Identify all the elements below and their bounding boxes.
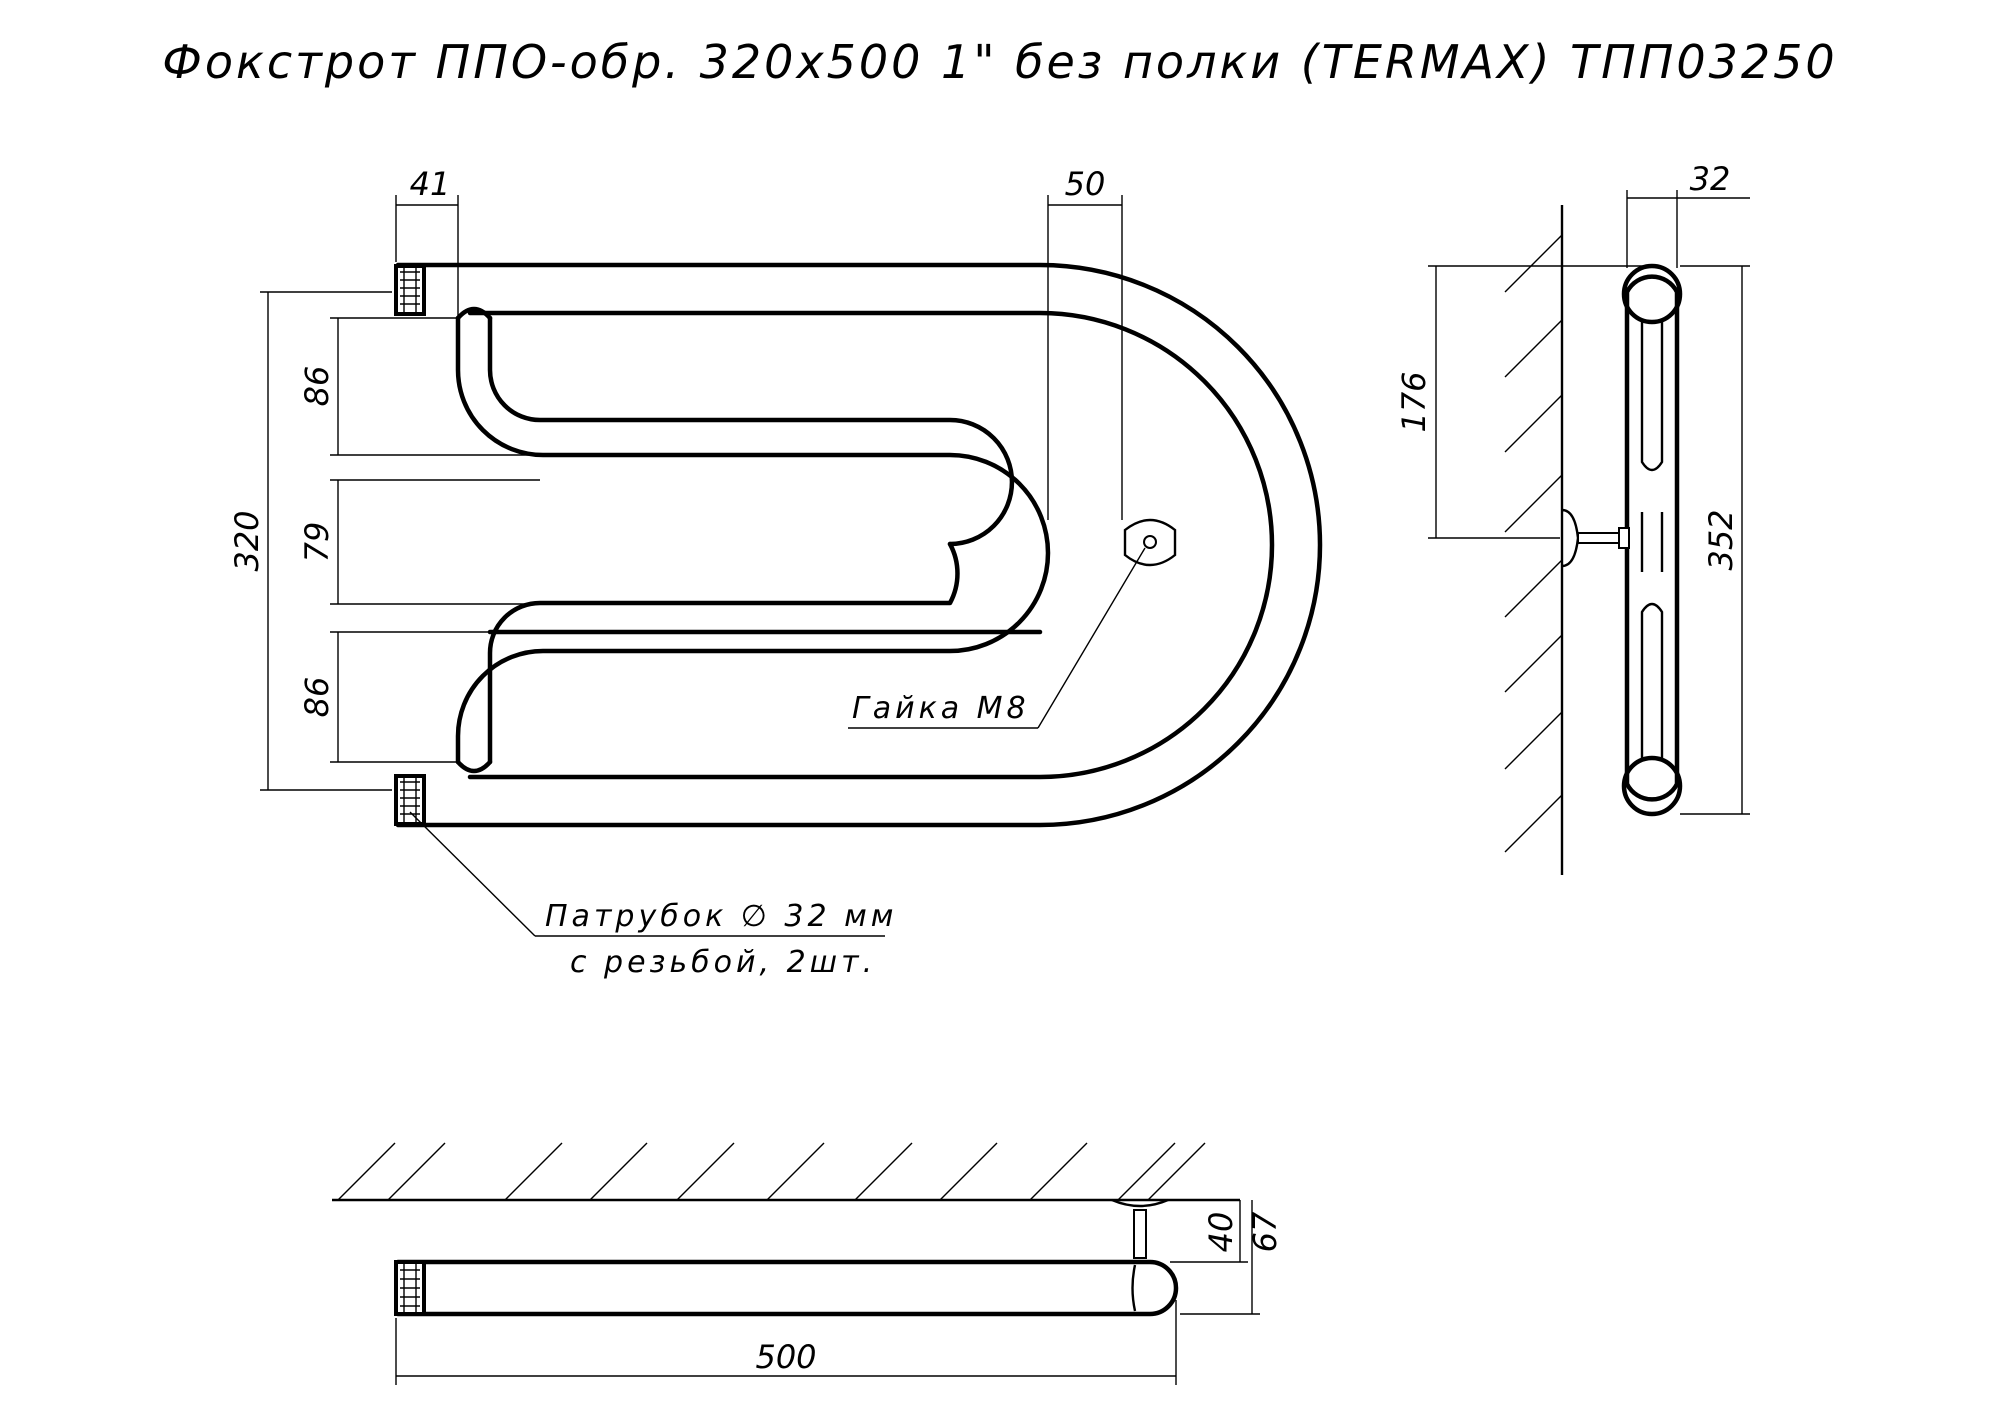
dim-67: 67	[1180, 1200, 1284, 1315]
dim-inner-heights: 86 79 86	[298, 317, 540, 763]
dim-176: 176	[1395, 265, 1650, 539]
dim-32-label: 32	[1690, 160, 1731, 198]
front-thread-top	[394, 264, 426, 316]
dim-500-label: 500	[755, 1338, 816, 1376]
top-bracket	[1111, 1198, 1169, 1259]
top-view: 500 40 67	[332, 1142, 1284, 1385]
note-nut: Гайка М8	[852, 691, 1030, 726]
dim-320: 320	[228, 291, 392, 791]
front-thread-bottom	[394, 774, 426, 826]
side-inner-segment-bottom	[1640, 602, 1664, 760]
side-bracket	[1561, 508, 1630, 568]
front-pipe-serpentine-inner	[487, 315, 1015, 547]
top-thread	[394, 1260, 426, 1316]
dim-79-label: 79	[298, 522, 336, 563]
dim-50: 50	[1047, 165, 1123, 520]
dim-500: 500	[395, 1300, 1177, 1385]
dim-50-label: 50	[1065, 165, 1106, 203]
side-tube-top-circle	[1621, 263, 1683, 325]
front-view: 41 50 320 86 79 8	[228, 165, 1323, 980]
leader-nut: Гайка М8	[848, 547, 1146, 729]
dim-41: 41	[395, 165, 459, 318]
dim-40: 40	[1170, 1200, 1248, 1263]
front-pipe-serpentine	[455, 315, 1051, 765]
side-view: 32 176 352	[1395, 160, 1750, 875]
note-pipe-line1: Патрубок ∅ 32 мм	[545, 899, 897, 934]
side-tube-bottom-circle	[1621, 755, 1683, 817]
top-pipe	[395, 1259, 1179, 1317]
leader-pipe: Патрубок ∅ 32 мм с резьбой, 2шт.	[409, 811, 897, 980]
drawing-title: Фокстрот ППО-обр. 320х500 1" без полки (…	[162, 35, 1837, 89]
dim-86-upper-label: 86	[298, 366, 336, 407]
top-wall-hatch	[337, 1142, 1206, 1201]
dim-41-label: 41	[410, 165, 451, 203]
front-inner-cap-bottom	[455, 759, 493, 774]
front-inner-cap-top	[455, 306, 493, 321]
side-tube-outline	[1624, 274, 1680, 802]
front-mount-nut	[1123, 518, 1177, 567]
side-inner-segment-top	[1640, 320, 1664, 472]
dim-67-label: 67	[1246, 1211, 1284, 1252]
note-pipe-line2: с резьбой, 2шт.	[570, 945, 876, 980]
dim-32: 32	[1626, 160, 1750, 268]
dim-320-label: 320	[228, 510, 266, 571]
side-wall-hatch	[1504, 234, 1563, 853]
dim-352-label: 352	[1702, 509, 1740, 570]
front-pipe-outer-inner-edge	[467, 310, 1275, 780]
dim-176-label: 176	[1395, 371, 1433, 432]
front-pipe-outer	[395, 262, 1323, 828]
top-pipe-inner	[1131, 1264, 1137, 1312]
dim-40-label: 40	[1202, 1212, 1240, 1253]
dim-86-lower-label: 86	[298, 677, 336, 718]
dim-352: 352	[1680, 265, 1750, 815]
